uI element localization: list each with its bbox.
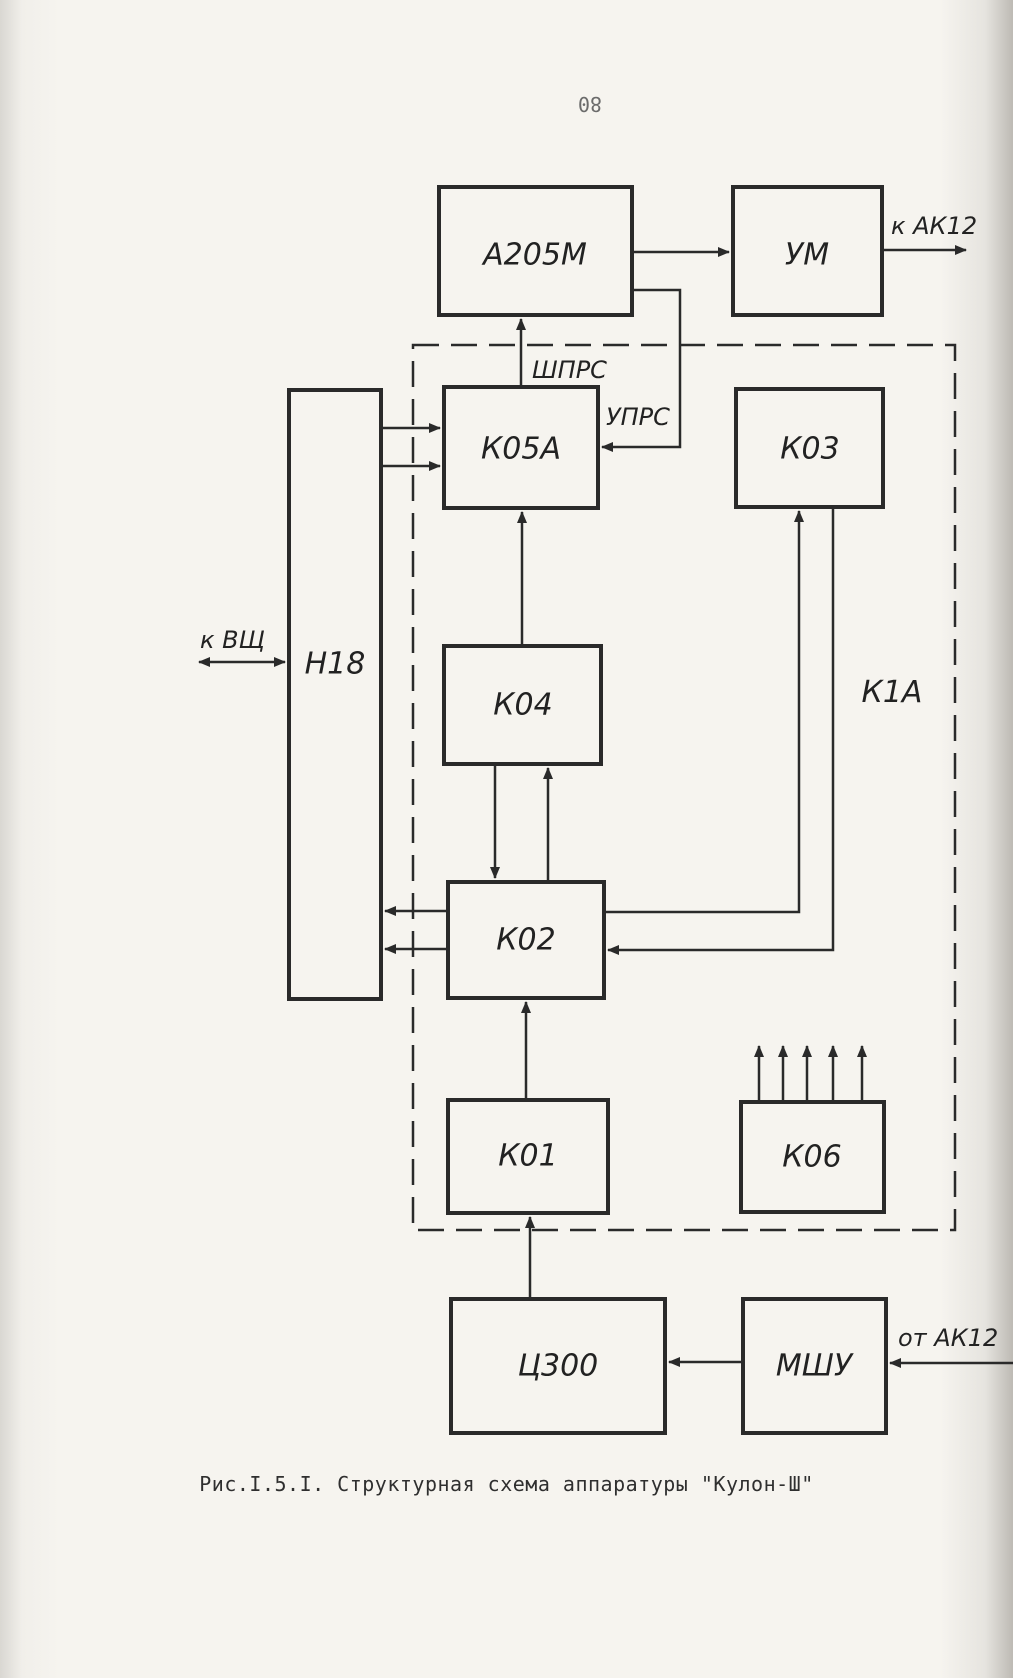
figure-caption: Рис.I.5.I. Структурная схема аппаратуры … bbox=[199, 1472, 814, 1496]
arrow-k02-k03 bbox=[604, 510, 804, 914]
block-k01 bbox=[446, 1098, 610, 1215]
label-um: УМ bbox=[785, 238, 829, 273]
block-mshu bbox=[741, 1297, 888, 1435]
label-uprs: УПРС bbox=[606, 403, 670, 431]
block-c300 bbox=[449, 1297, 667, 1435]
label-c300: Ц300 bbox=[518, 1349, 599, 1384]
block-k06 bbox=[739, 1100, 886, 1214]
label-k03: К03 bbox=[780, 432, 839, 467]
label-k05a: К05А bbox=[481, 432, 561, 467]
k1a-boundary bbox=[411, 343, 957, 1232]
label-to-ak12: к АК12 bbox=[891, 212, 977, 240]
label-from-ak12: от АК12 bbox=[898, 1324, 998, 1352]
label-k1a: К1А bbox=[862, 675, 923, 710]
block-n18 bbox=[287, 388, 383, 1001]
label-to-vshch: к ВЩ bbox=[200, 626, 265, 654]
label-mshu: МШУ bbox=[776, 1349, 854, 1384]
arrow-k03-k02 bbox=[607, 507, 835, 955]
label-shprs: ШПРС bbox=[532, 356, 607, 384]
label-n18: Н18 bbox=[305, 647, 366, 682]
label-k06: К06 bbox=[782, 1140, 841, 1175]
label-k02: К02 bbox=[496, 923, 555, 958]
label-k01: К01 bbox=[498, 1139, 557, 1174]
block-k02 bbox=[446, 880, 606, 1000]
block-k03 bbox=[734, 387, 885, 509]
arrow-a205m-k05a-uprs bbox=[601, 288, 682, 452]
label-a205m: А205М bbox=[481, 238, 587, 273]
label-k04: К04 bbox=[493, 688, 552, 723]
